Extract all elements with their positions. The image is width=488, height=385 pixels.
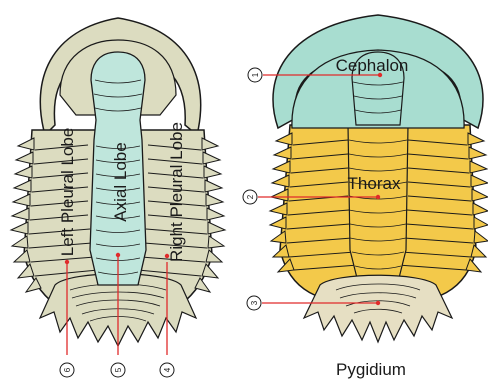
marker-3: 3 [247, 296, 261, 310]
marker-5-text: 5 [114, 367, 123, 372]
marker-4: 4 [160, 363, 174, 377]
pygidium-label: Pygidium [336, 360, 406, 379]
marker-1-text: 1 [251, 72, 260, 77]
right-pygidium [304, 275, 452, 342]
thorax-label: Thorax [348, 174, 401, 193]
right-pleural-lobe-label: Right Pleural Lobe [167, 122, 186, 262]
axial-lobe-label: Axial Lobe [111, 142, 130, 221]
marker-6-text: 6 [63, 367, 72, 372]
marker-6: 6 [60, 363, 74, 377]
left-pleural-lobe-label: Left Pleural Lobe [58, 128, 77, 257]
marker-5: 5 [111, 363, 125, 377]
marker-3-text: 3 [250, 300, 259, 305]
marker-1: 1 [248, 68, 262, 82]
right-thorax-axis [348, 125, 408, 282]
marker-2-text: 2 [246, 194, 255, 199]
right-trilobite: Cephalon Thorax Pygidium 1 2 3 [243, 15, 488, 379]
left-trilobite: Axial Lobe Left Pleural Lobe Right Pleur… [11, 18, 225, 377]
marker-2: 2 [243, 190, 257, 204]
marker-4-text: 4 [163, 367, 172, 372]
cephalon-label: Cephalon [336, 56, 409, 75]
